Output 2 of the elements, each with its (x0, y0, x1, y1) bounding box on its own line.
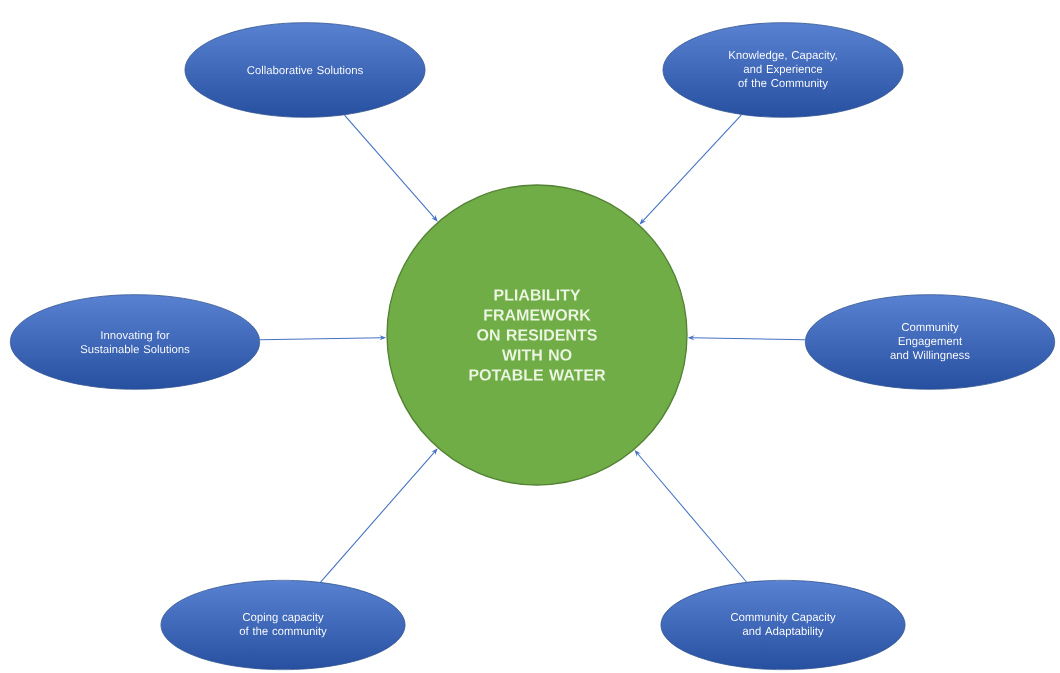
arrow (320, 448, 438, 583)
arrow (343, 114, 438, 222)
